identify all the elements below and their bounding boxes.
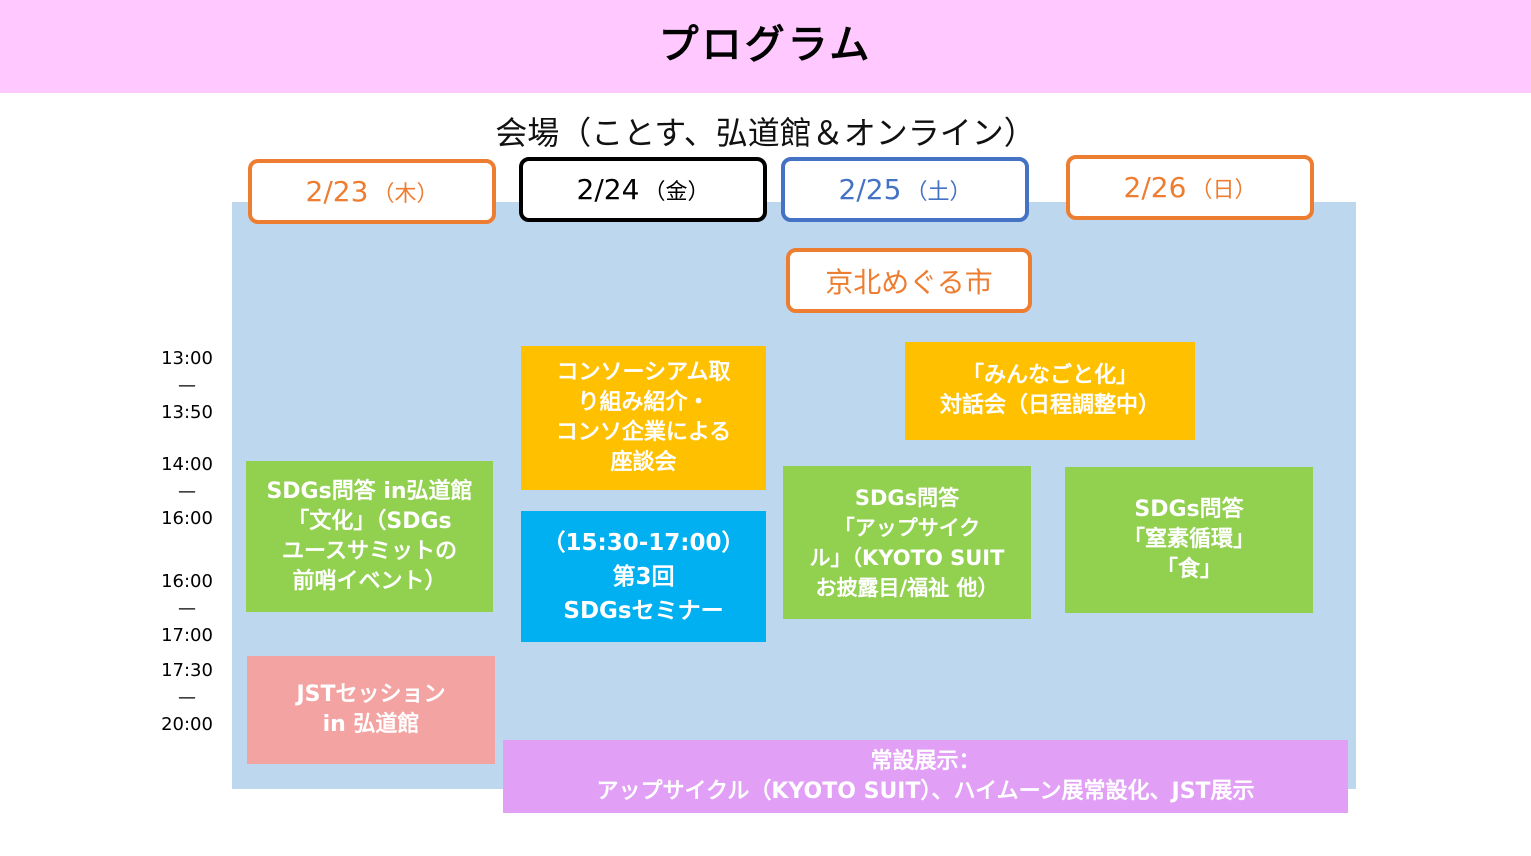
- event-line: SDGsセミナー: [563, 597, 724, 624]
- time-separator: —: [178, 687, 196, 708]
- kyohoku-market-label: 京北めぐる市: [786, 248, 1032, 313]
- event-line: アップサイクル（KYOTO SUIT）、ハイムーン展常設化、JST展示: [596, 778, 1255, 804]
- time-separator: —: [178, 481, 196, 502]
- event-permanent-exhibit: 常設展示： アップサイクル（KYOTO SUIT）、ハイムーン展常設化、JST展…: [503, 740, 1348, 813]
- event-line: 前哨イベント）: [292, 568, 447, 594]
- event-line: SDGs問答: [854, 485, 960, 510]
- event-sdgs-nitrogen: SDGs問答 「窒素循環」 「食」: [1065, 467, 1313, 613]
- time-end: 17:00: [161, 625, 213, 646]
- weekday-text: （土）: [905, 179, 972, 205]
- event-sdgs-culture: SDGs問答 in弘道館 「文化」（SDGs ユースサミットの 前哨イベント）: [246, 461, 493, 612]
- time-start: 14:00: [161, 454, 213, 475]
- date-text: 2/26: [1123, 171, 1187, 204]
- event-sdgs-seminar: （15:30-17:00） 第3回 SDGsセミナー: [521, 511, 766, 642]
- venue-label: 会場（ことす、弘道館＆オンライン）: [495, 114, 1036, 152]
- event-line: 「アップサイク: [833, 515, 981, 540]
- event-line: 「食」: [1155, 557, 1222, 582]
- time-end: 13:50: [161, 402, 213, 423]
- event-consortium: コンソーシアム取 り組み紹介・ コンソ企業による 座談会: [521, 346, 766, 490]
- event-line: SDGs問答: [1134, 497, 1244, 522]
- event-line: （15:30-17:00）: [542, 529, 745, 556]
- time-slot-1300: 13:00 — 13:50: [147, 345, 227, 426]
- weekday-text: （金）: [643, 179, 710, 205]
- time-start: 17:30: [161, 660, 213, 681]
- event-line: 「文化」（SDGs: [287, 508, 452, 534]
- date-header-0225: 2/25（土）: [781, 157, 1029, 222]
- event-line: 「窒素循環」: [1122, 527, 1255, 552]
- time-end: 16:00: [161, 508, 213, 529]
- time-slot-1600: 16:00 — 17:00: [147, 568, 227, 649]
- time-start: 13:00: [161, 348, 213, 369]
- event-line: ル」（KYOTO SUIT: [809, 545, 1005, 570]
- date-header-0226: 2/26（日）: [1066, 155, 1314, 220]
- date-text: 2/24: [576, 173, 640, 206]
- event-line: ユースサミットの: [282, 538, 457, 564]
- date-text: 2/25: [838, 173, 902, 206]
- event-line: JSTセッション: [296, 682, 446, 707]
- event-sdgs-upcycle: SDGs問答 「アップサイク ル」（KYOTO SUIT お披露目/福祉 他）: [783, 466, 1031, 619]
- event-line: 第3回: [612, 563, 675, 590]
- page-title: プログラム: [658, 22, 873, 68]
- event-jst-session: JSTセッション in 弘道館: [247, 656, 495, 764]
- event-line: 座談会: [610, 450, 677, 475]
- event-line: お披露目/福祉 他）: [815, 575, 999, 600]
- event-line: コンソ企業による: [555, 420, 732, 445]
- event-line: コンソーシアム取: [556, 360, 731, 385]
- time-slot-1730: 17:30 — 20:00: [147, 657, 227, 738]
- event-line: in 弘道館: [322, 712, 420, 737]
- date-header-0224: 2/24（金）: [519, 157, 767, 222]
- event-minnagoto-dialogue: 「みんなごと化」 対話会（日程調整中）: [905, 342, 1195, 440]
- time-slot-1400: 14:00 — 16:00: [147, 451, 227, 532]
- header-bar: [0, 0, 1531, 93]
- time-start: 16:00: [161, 571, 213, 592]
- weekday-text: （日）: [1190, 177, 1257, 203]
- date-header-0223: 2/23（木）: [248, 159, 496, 224]
- event-line: 対話会（日程調整中）: [939, 393, 1160, 418]
- time-separator: —: [178, 375, 196, 396]
- time-end: 20:00: [161, 714, 213, 735]
- time-separator: —: [178, 598, 196, 619]
- event-line: 常設展示：: [870, 748, 981, 774]
- event-line: SDGs問答 in弘道館: [266, 478, 473, 504]
- weekday-text: （木）: [372, 181, 439, 207]
- date-text: 2/23: [305, 175, 369, 208]
- event-line: 「みんなごと化」: [961, 363, 1138, 388]
- event-line: り組み紹介・: [577, 390, 710, 415]
